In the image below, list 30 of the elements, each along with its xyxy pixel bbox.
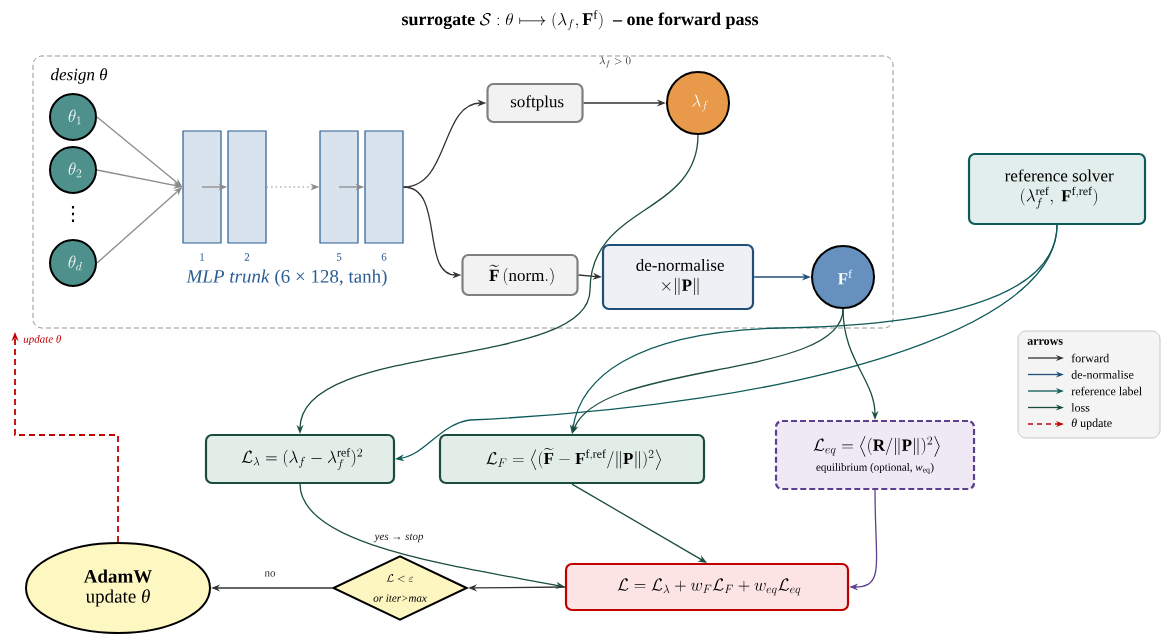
legend-text: de-normalise (1071, 370, 1134, 379)
layer-bar (319, 130, 359, 244)
loss-box: $\mathcal{L}_{eq}=\big\langle(\mathbf{R}/\|\mathbf{P}\|)^2\big\rangle$ equilibrium (optional, w$_{eq}$) (774, 419, 976, 491)
layer-number: 1 (200, 253, 205, 261)
solver-box: reference solver $(\lambda_f^{\mathrm{ref}},\ \mathbf{F}^{\mathrm{f,ref}})$ (967, 152, 1147, 226)
arrow (571, 483, 707, 563)
layer-bar (364, 130, 404, 244)
loss-box: $\mathcal{L}_F=\big\langle(\widetilde{\mathbf{F}}-\mathbf{F}^{\mathrm{f,ref}}/\|\mathbf{P}\|)^2\big\rangle$ (438, 433, 706, 485)
constraint-note: $\lambda_f>0$ (599, 56, 631, 68)
legend-text: reference label (1071, 386, 1142, 396)
legend-title: arrows (1027, 339, 1063, 345)
process-box: de-normalise $\times\|\mathbf{P}\|$ (601, 243, 755, 311)
edge-label: no (263, 570, 277, 578)
trunk-caption: MLP trunk (6 × 128, tanh) (186, 269, 387, 287)
layer-number: 5 (336, 253, 342, 261)
legend-text: forward (1071, 353, 1110, 363)
total-loss-box: $\mathcal{L}=\mathcal{L}_\lambda+w_F\mathcal{L}_F+w_{eq}\mathcal{L}_{eq}$ (564, 562, 850, 612)
edge-label: update θ (22, 334, 63, 346)
legend-text: loss (1071, 403, 1090, 412)
process-box: $\widetilde{\mathbf{F}}\,(\mathrm{norm.})$ (461, 253, 579, 297)
layer-number: 6 (381, 253, 387, 261)
decision-note: yes → stop (373, 533, 424, 543)
loss-box: $\mathcal{L}_\lambda=(\lambda_f-\lambda_f^{\mathrm{ref}})^2$ (204, 433, 396, 485)
title: $\textbf{surrogate}\ \mathcal{S}:\theta\longmapsto(\lambda_f,\mathbf{F}^{\mathrm{f}})\ \ \textbf{-- one forward pass}$ (402, 10, 759, 31)
process-box: softplus (486, 82, 584, 124)
legend-text: θ update (1071, 418, 1112, 430)
ellipsis-dots: ⋮ (71, 205, 75, 223)
layer-bar (182, 130, 222, 244)
layer-bar (227, 130, 267, 244)
layer-number: 2 (244, 253, 250, 261)
